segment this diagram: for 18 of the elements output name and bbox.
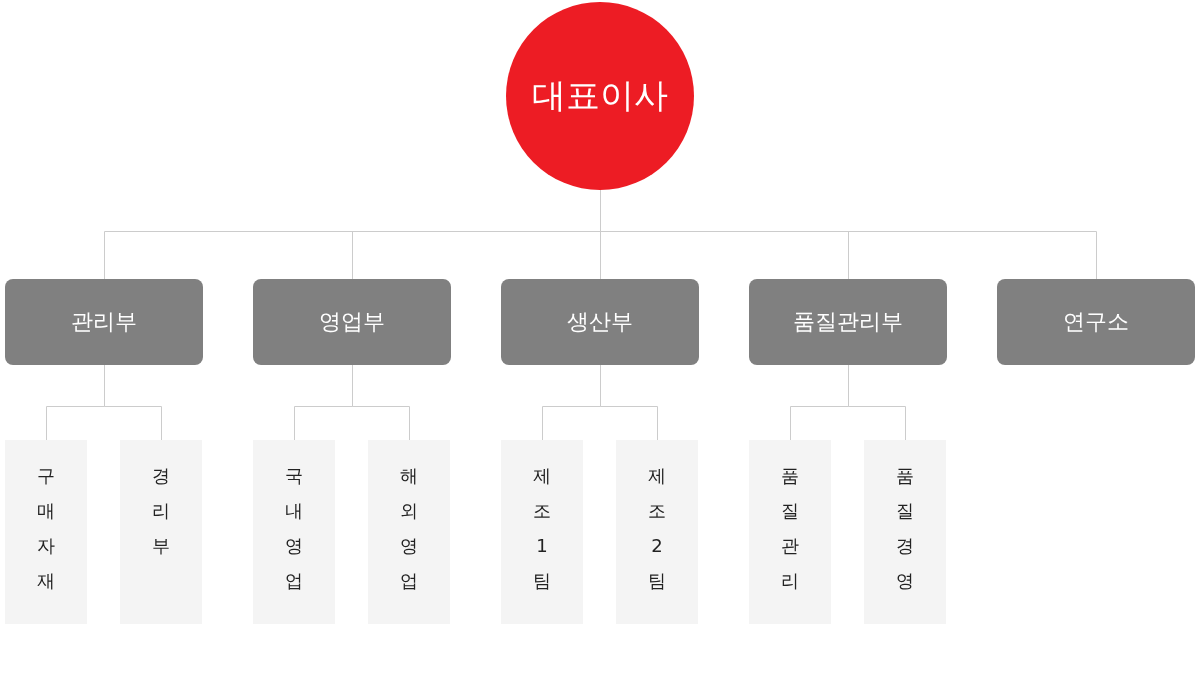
team-box: 제조2팀 [616, 440, 698, 624]
department-box: 영업부 [253, 279, 451, 365]
circle-node: 대표이사 [506, 2, 694, 190]
team-box: 품질경영 [864, 440, 946, 624]
team-box: 품질관리 [749, 440, 831, 624]
team-box: 해외영업 [368, 440, 450, 624]
connector-line [600, 364, 658, 441]
department-box: 연구소 [997, 279, 1195, 365]
department-box: 관리부 [5, 279, 203, 365]
department-box: 품질관리부 [749, 279, 947, 365]
connector-line [104, 364, 162, 441]
team-box: 제조1팀 [501, 440, 583, 624]
team-box: 구매자재 [5, 440, 87, 624]
connector-line [352, 364, 410, 441]
connector-line [848, 364, 906, 441]
team-box: 경리부 [120, 440, 202, 624]
department-box: 생산부 [501, 279, 699, 365]
team-box: 국내영업 [253, 440, 335, 624]
